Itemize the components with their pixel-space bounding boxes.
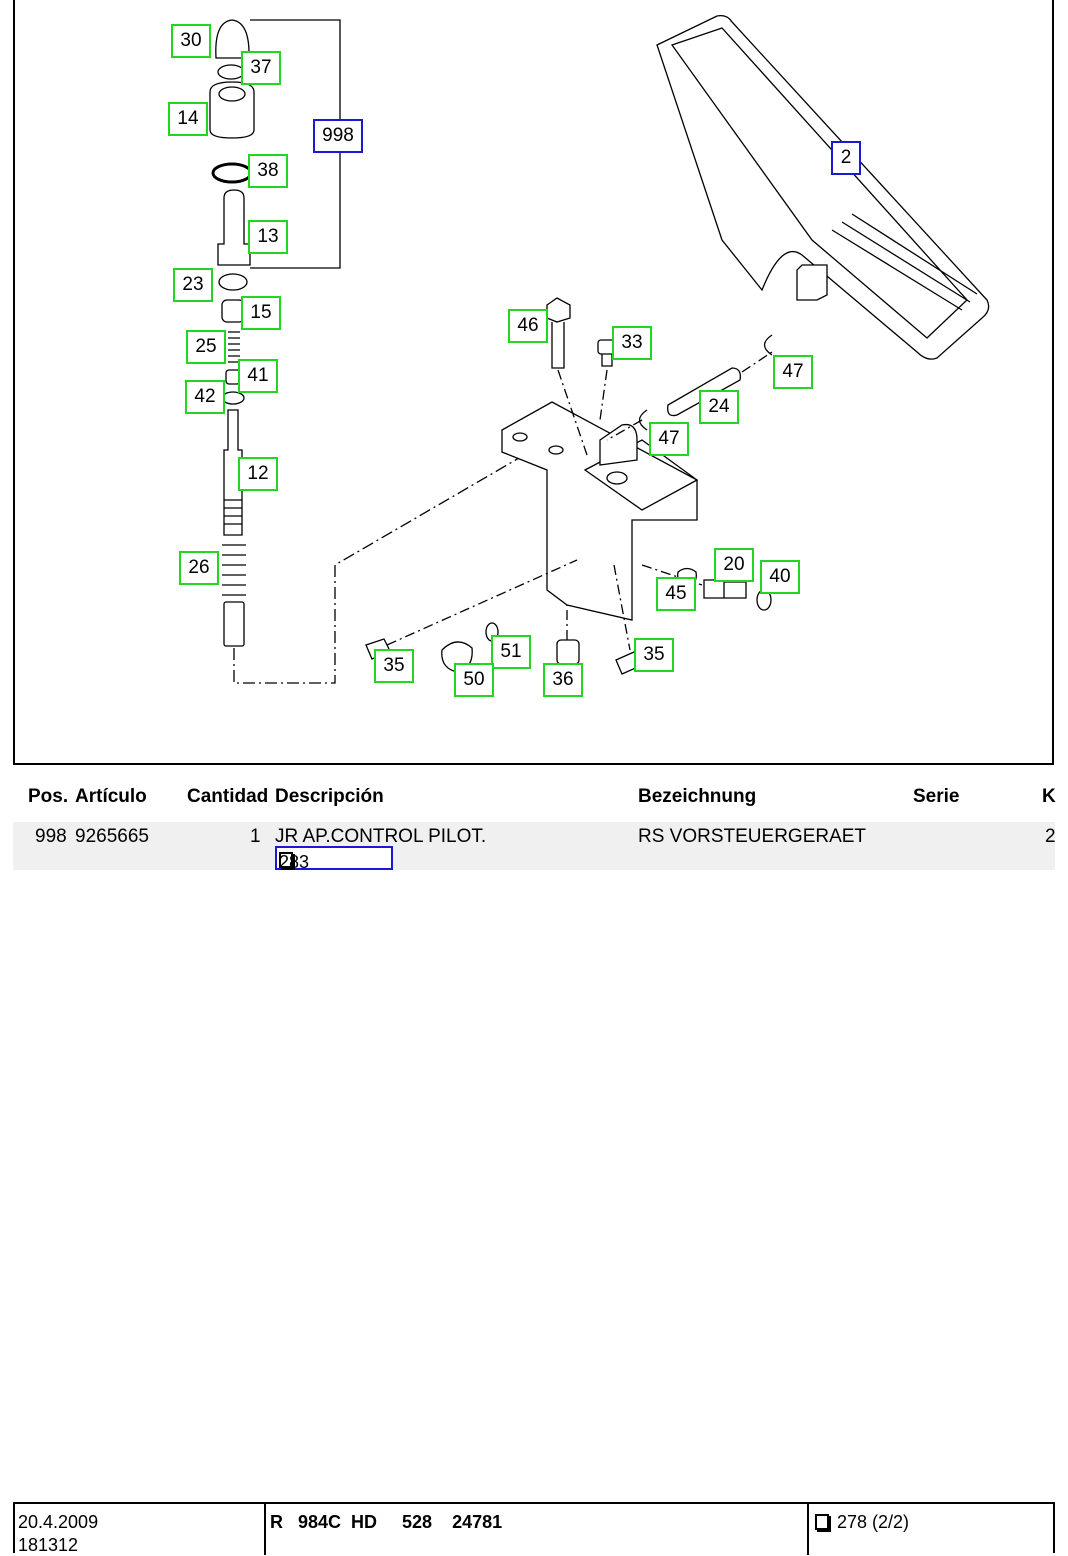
stem-12 bbox=[223, 409, 243, 536]
book-icon bbox=[815, 1514, 829, 1530]
footer-page: 278 (2/2) bbox=[837, 1512, 910, 1532]
header-bezeichnung: Bezeichnung bbox=[638, 786, 757, 807]
callout-23[interactable]: 23 bbox=[173, 268, 213, 302]
callout-47-right[interactable]: 47 bbox=[773, 355, 813, 389]
header-pos: Pos. bbox=[28, 786, 69, 807]
header-articulo: Artículo bbox=[75, 786, 147, 807]
exploded-diagram bbox=[13, 0, 1054, 765]
diagram-drawing bbox=[209, 14, 990, 684]
book-icon bbox=[279, 852, 293, 868]
callout-42[interactable]: 42 bbox=[185, 380, 225, 414]
ref-page-number: 283 bbox=[279, 852, 310, 872]
callout-12[interactable]: 12 bbox=[238, 457, 278, 491]
footer-model: R 984C HD 528 24781 bbox=[264, 1504, 807, 1555]
callout-50[interactable]: 50 bbox=[454, 663, 494, 697]
cell-articulo: 9265665 bbox=[75, 826, 149, 847]
callout-14[interactable]: 14 bbox=[168, 102, 208, 136]
callout-20[interactable]: 20 bbox=[714, 548, 754, 582]
header-k: K bbox=[1042, 786, 1056, 807]
callout-46[interactable]: 46 bbox=[508, 309, 548, 343]
callout-25[interactable]: 25 bbox=[186, 330, 226, 364]
page-footer: 20.4.2009 181312 R 984C HD 528 24781 278… bbox=[13, 1502, 1055, 1555]
callout-998[interactable]: 998 bbox=[313, 119, 363, 153]
spring-26 bbox=[222, 544, 246, 596]
bolt-46 bbox=[546, 297, 571, 369]
header-serie: Serie bbox=[913, 786, 960, 807]
callout-33[interactable]: 33 bbox=[612, 326, 652, 360]
cell-descripcion: JR AP.CONTROL PILOT. bbox=[275, 826, 487, 847]
page-reference-link[interactable]: -> 283 bbox=[275, 846, 393, 872]
footer-code: 181312 bbox=[18, 1535, 79, 1555]
callout-40[interactable]: 40 bbox=[760, 560, 800, 594]
cell-cantidad: 1 bbox=[250, 826, 261, 847]
callout-24[interactable]: 24 bbox=[699, 390, 739, 424]
plunger-13 bbox=[217, 189, 251, 266]
callout-2[interactable]: 2 bbox=[831, 141, 861, 175]
footer-date-cell: 20.4.2009 181312 bbox=[15, 1504, 264, 1555]
spring-25 bbox=[228, 331, 240, 363]
table-row[interactable]: 998 9265665 1 JR AP.CONTROL PILOT. RS VO… bbox=[13, 822, 1056, 872]
cell-bezeichnung: RS VORSTEUERGERAET bbox=[638, 826, 867, 847]
callout-45[interactable]: 45 bbox=[656, 577, 696, 611]
pedal-2 bbox=[656, 14, 990, 360]
washer-23 bbox=[218, 273, 248, 291]
callout-37[interactable]: 37 bbox=[241, 51, 281, 85]
mounting-bracket bbox=[501, 401, 698, 621]
plug-36 bbox=[556, 639, 580, 665]
callout-51[interactable]: 51 bbox=[491, 635, 531, 669]
cell-k: 2 bbox=[1045, 826, 1056, 847]
callout-36[interactable]: 36 bbox=[543, 663, 583, 697]
cap-30 bbox=[215, 19, 250, 59]
callout-35-right[interactable]: 35 bbox=[634, 638, 674, 672]
callout-30[interactable]: 30 bbox=[171, 24, 211, 58]
fitting-20 bbox=[703, 579, 747, 599]
callout-26[interactable]: 26 bbox=[179, 551, 219, 585]
callout-35-left[interactable]: 35 bbox=[374, 649, 414, 683]
parts-table-header: Pos. Artículo Cantidad Descripción Bezei… bbox=[13, 782, 1056, 812]
footer-page-cell: 278 (2/2) bbox=[807, 1504, 1053, 1555]
footer-date: 20.4.2009 bbox=[18, 1512, 99, 1532]
callout-47-left[interactable]: 47 bbox=[649, 422, 689, 456]
oring-38 bbox=[211, 162, 253, 184]
callout-38[interactable]: 38 bbox=[248, 154, 288, 188]
callout-41[interactable]: 41 bbox=[238, 359, 278, 393]
cell-pos: 998 bbox=[35, 826, 67, 847]
header-descripcion: Descripción bbox=[275, 786, 384, 807]
callout-15[interactable]: 15 bbox=[241, 296, 281, 330]
callout-13[interactable]: 13 bbox=[248, 220, 288, 254]
nut-14 bbox=[209, 81, 255, 139]
header-cantidad: Cantidad bbox=[187, 786, 269, 807]
